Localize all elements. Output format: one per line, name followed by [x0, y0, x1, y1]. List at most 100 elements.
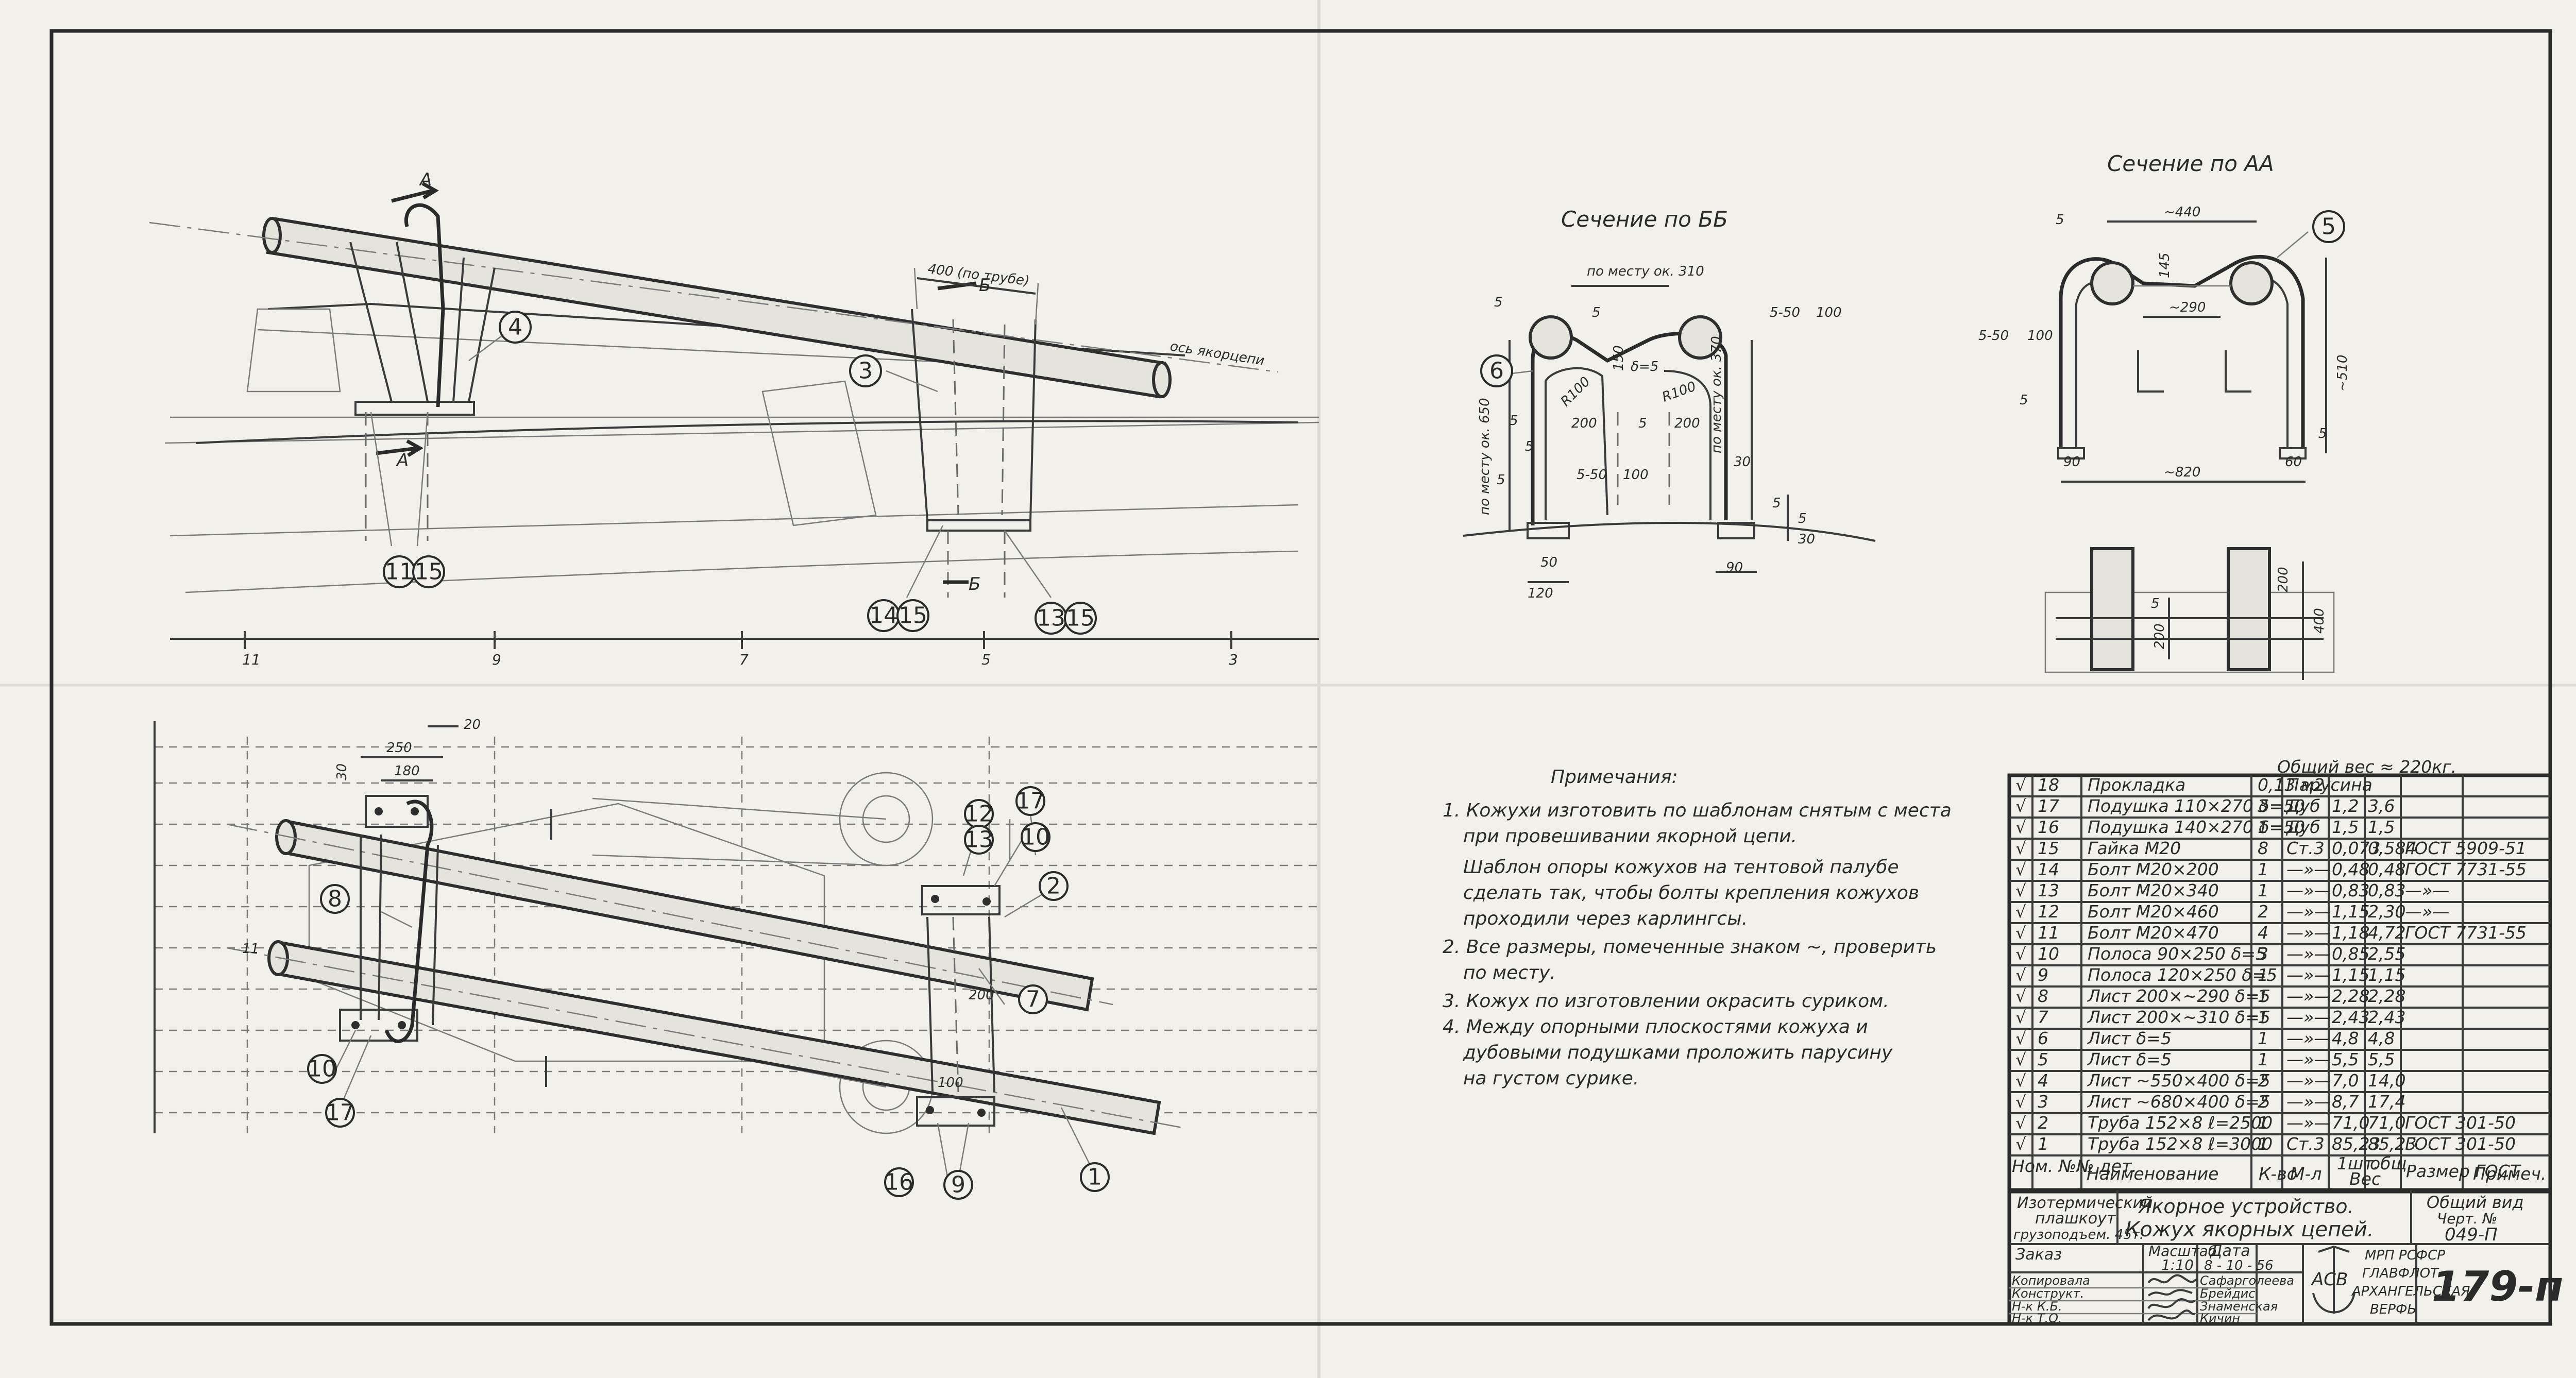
section-mark-b-bottom: Б [969, 574, 980, 594]
dim-5-50: 5-50 [1978, 328, 2009, 344]
svg-text:9: 9 [951, 1172, 965, 1198]
side-view: 400 (по трубе) ось якорцепи А А Б Б 11 9… [149, 169, 1319, 668]
dim-145: 145 [2157, 252, 2173, 278]
scale-label: Масштаб [2148, 1243, 2217, 1260]
bom-material: —»— [2286, 1113, 2331, 1133]
bom-pos: 2 [2038, 1113, 2048, 1133]
bom-note: —»— [2405, 901, 2449, 922]
callout-10: 10 [1021, 822, 1050, 852]
bom-pos: 17 [2038, 796, 2059, 816]
frame-number-plan: 11 [242, 941, 259, 957]
date-label: Дата [2209, 1242, 2250, 1260]
signer-name: Кичин [2200, 1311, 2240, 1325]
bom-qty: 2 [2258, 1092, 2268, 1112]
dim-30: 30 [1734, 454, 1751, 470]
bom-qty: 1 [2258, 817, 2268, 837]
svg-text:12: 12 [964, 801, 993, 827]
dim-100: 100 [1623, 467, 1649, 483]
role-label: Копировала [2012, 1273, 2090, 1288]
signer-name: Брейдис [2200, 1286, 2255, 1301]
section-bb-title: Сечение по ББ [1561, 207, 1728, 232]
drawing-frame [49, 29, 2552, 1326]
check-mark: √ [2015, 1049, 2027, 1069]
org-line: АРХАНГЕЛЬСКАЯ [2351, 1284, 2470, 1299]
ship-name-line: Изотермический [2017, 1194, 2153, 1212]
callout-2: 2 [1039, 871, 1069, 901]
svg-text:10: 10 [308, 1056, 336, 1082]
bom-pos: 6 [2038, 1028, 2048, 1048]
dim-200: 200 [2276, 567, 2291, 592]
note-line: сделать так, чтобы болты крепления кожух… [1463, 882, 1919, 904]
org-line: МРП РСФСР [2365, 1248, 2445, 1263]
bom-note: ГОСТ 301-50 [2405, 1113, 2516, 1133]
bom-qty: 1 [2258, 859, 2268, 879]
bom-pos: 8 [2038, 986, 2048, 1006]
dim-5: 5 [2151, 596, 2160, 611]
bom-weight-each: 2,28 [2332, 986, 2369, 1006]
dim-400: 400 [2312, 608, 2327, 634]
check-mark: √ [2015, 965, 2027, 985]
check-mark: √ [2015, 1092, 2027, 1112]
bom-name: Болт М20×340 [2088, 880, 2219, 900]
bom-weight-each: 7,0 [2332, 1070, 2359, 1091]
check-mark: √ [2015, 1134, 2027, 1154]
dim-50: 50 [1540, 555, 1557, 570]
bom-name: Подушка 110×270 δ=50 [2088, 796, 2305, 816]
callout-6: 6 [1480, 354, 1513, 387]
check-mark: √ [2015, 880, 2027, 900]
callout-13: 13 [964, 825, 994, 855]
bom-weight-total: 2,30 [2368, 901, 2405, 922]
check-mark: √ [2015, 1113, 2027, 1133]
bom-material: —»— [2286, 986, 2331, 1006]
bom-name: Полоса 120×250 δ=5 [2088, 965, 2277, 985]
note-line: проходили через карлингсы. [1463, 908, 1748, 929]
section-mark-b-top: Б [979, 275, 991, 296]
bom-note: ГОСТ 301-50 [2405, 1134, 2516, 1154]
note-line: 3. Кожух по изготовлении окрасить сурико… [1443, 991, 1889, 1012]
bom-material: —»— [2286, 1028, 2331, 1048]
notes-block: Примечания: 1. Кожухи изготовить по шабл… [1443, 767, 1952, 1089]
section-mark-a-bottom: А [396, 450, 409, 471]
note-line: по месту. [1463, 962, 1556, 983]
bom-pos: 10 [2038, 944, 2059, 964]
bom-qty: 1 [2258, 880, 2268, 900]
dim-20: 20 [464, 717, 481, 733]
dim-5: 5 [2056, 212, 2064, 228]
svg-text:13: 13 [964, 827, 993, 853]
bom-weight-total: 1,15 [2368, 965, 2405, 985]
callout-15: 15 [412, 555, 445, 588]
bom-header-qty: К-во [2259, 1164, 2297, 1184]
drawing-label: Черт. № [2437, 1210, 2497, 1227]
bom-header-name: Наименование [2087, 1164, 2218, 1184]
check-mark: √ [2015, 901, 2027, 922]
bom-material: —»— [2286, 923, 2331, 943]
bom-weight-total: 2,43 [2368, 1007, 2405, 1027]
note-line: Шаблон опоры кожухов на тентовой палубе [1463, 857, 1899, 878]
callout-13: 13 [1035, 602, 1067, 635]
bom-material: Парусина [2286, 775, 2372, 795]
dim-5: 5 [1497, 472, 1505, 488]
bom-pos: 4 [2038, 1070, 2048, 1091]
scale-value: 1:10 [2161, 1256, 2194, 1273]
bom-name: Лист 200×~290 δ=5 [2087, 986, 2270, 1006]
svg-text:15: 15 [414, 559, 443, 585]
bom-name: Лист ~680×400 δ=5 [2087, 1092, 2270, 1112]
svg-text:6: 6 [1489, 358, 1504, 384]
title-block: Изотермический плашкоут грузоподъем. 45т… [2007, 1188, 2563, 1326]
bom-weight-total: 4,8 [2368, 1028, 2395, 1048]
bom-qty: 2 [2258, 901, 2268, 922]
dim-30: 30 [1798, 532, 1815, 547]
bom-weight-each: 1,15 [2332, 965, 2369, 985]
dim-5: 5 [1638, 416, 1647, 431]
bom-pos: 18 [2038, 775, 2059, 795]
svg-text:15: 15 [1066, 605, 1095, 632]
bom-weight-each: 1,2 [2332, 796, 2359, 816]
section-bb: Сечение по ББ по месту ок. 310 5 5 150 δ… [1463, 207, 1876, 601]
